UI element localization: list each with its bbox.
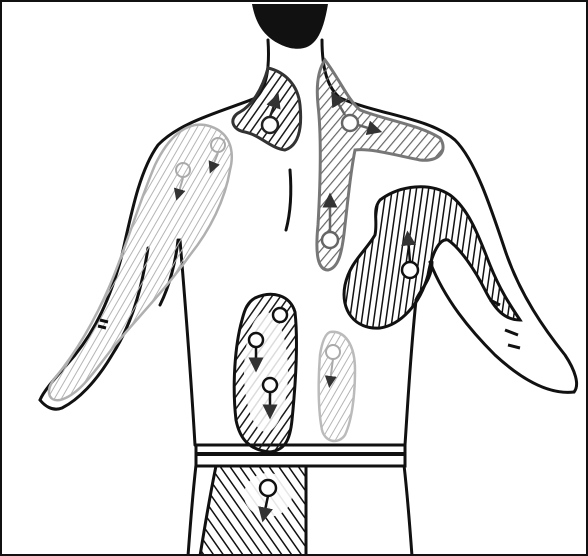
region-lumbar-midline	[319, 332, 355, 441]
pain-marker-icon	[402, 262, 418, 278]
region-left-buttock	[200, 466, 306, 556]
region-left-lower-back	[234, 294, 296, 452]
pain-marker-icon	[342, 115, 358, 131]
pain-marker-icon	[273, 308, 287, 322]
pain-marker-icon	[260, 480, 276, 496]
pain-marker-icon	[249, 333, 263, 347]
pain-marker-icon	[262, 117, 278, 133]
waistband-icon	[196, 445, 405, 466]
pain-marker-icon	[322, 232, 338, 248]
pain-marker-icon	[263, 378, 277, 392]
pain-marker-icon	[326, 345, 340, 359]
